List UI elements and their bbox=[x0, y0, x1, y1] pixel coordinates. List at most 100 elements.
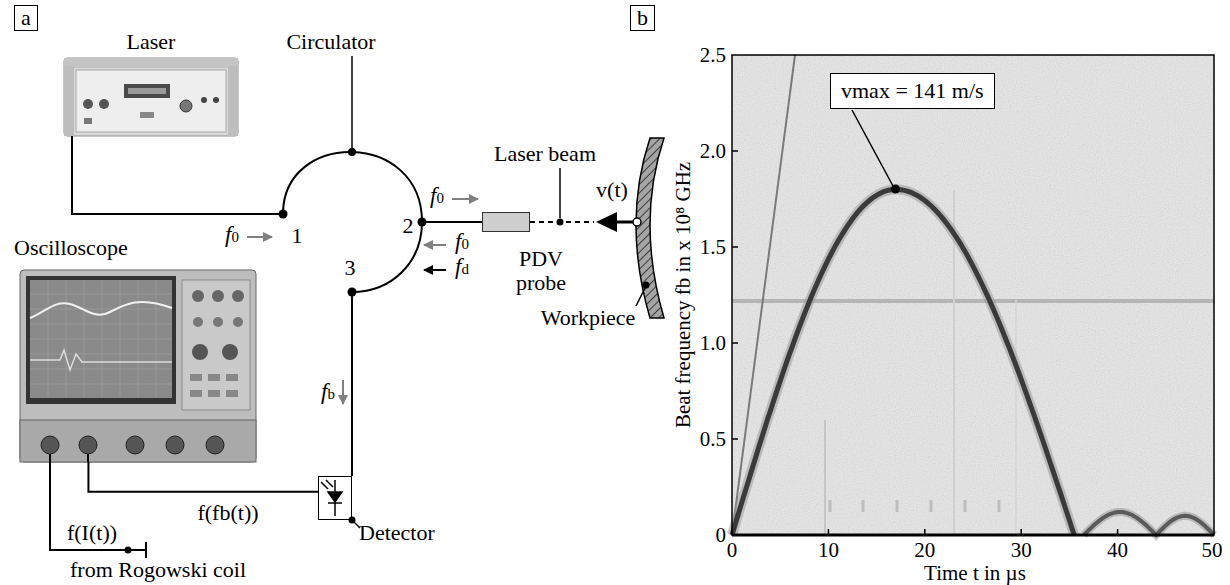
oscilloscope-photo-part bbox=[208, 374, 220, 381]
signal-name: f0 bbox=[455, 230, 469, 256]
spectrogram-part bbox=[732, 55, 1214, 535]
laser-unit: Laser bbox=[64, 58, 238, 136]
laser-photo-part bbox=[64, 66, 74, 136]
oscilloscope-photo-part bbox=[226, 374, 238, 381]
oscilloscope-photo-part bbox=[192, 344, 208, 360]
rogowski-terminal bbox=[125, 547, 132, 554]
rogowski-wire-part bbox=[145, 542, 147, 558]
node-label: Laser bbox=[127, 30, 176, 54]
callout-box: vmax = 141 m/s bbox=[830, 73, 995, 109]
frequency-arrows-part bbox=[424, 244, 446, 246]
fiber-lines-part bbox=[351, 292, 353, 476]
chart-frame-part bbox=[732, 534, 1214, 537]
detector: Detector bbox=[318, 476, 352, 520]
oscilloscope-photo-part bbox=[79, 436, 97, 454]
oscilloscope-photo-part bbox=[193, 317, 203, 327]
laser-photo-part bbox=[201, 97, 207, 103]
spectrogram-part bbox=[732, 55, 1214, 535]
oscilloscope-photo-part bbox=[212, 290, 224, 302]
detector-leader-part bbox=[352, 520, 360, 528]
laser-photo-part bbox=[140, 112, 154, 118]
photodiode-symbol-part bbox=[328, 502, 342, 504]
frequency-arrows-part bbox=[342, 380, 344, 404]
oscilloscope-photo-part bbox=[30, 302, 172, 318]
axis-title: Time t in µs bbox=[924, 561, 1026, 585]
chart-frame-part bbox=[732, 55, 1214, 535]
signal-name: fb bbox=[321, 380, 335, 406]
detector-leader bbox=[349, 517, 361, 529]
workpiece-leader bbox=[636, 282, 650, 307]
fiber-lines-part bbox=[351, 56, 353, 148]
port-number: 3 bbox=[345, 256, 356, 280]
note-label: from Rogowski coil bbox=[70, 558, 246, 582]
panel-letter: b bbox=[630, 5, 655, 31]
axis-tick: 1.5 bbox=[700, 235, 726, 259]
rogowski-wire bbox=[50, 454, 146, 558]
laser-photo-part bbox=[64, 58, 238, 136]
panel-letter: a bbox=[14, 5, 38, 31]
axis-tick: 50 bbox=[1202, 538, 1223, 562]
frequency-arrows bbox=[247, 199, 478, 404]
axis-tick: 10 bbox=[818, 538, 839, 562]
port-number: 1 bbox=[292, 224, 303, 248]
velocity-arrow-part bbox=[596, 212, 617, 232]
frequency-arrows-part bbox=[452, 198, 478, 200]
oscilloscope-photo-part bbox=[20, 420, 256, 462]
callout-leader-part bbox=[852, 110, 893, 186]
oscilloscope-photo-part bbox=[190, 374, 202, 381]
signal-wire bbox=[88, 462, 318, 492]
signal-name: f0 bbox=[430, 184, 444, 210]
fiber-lines-part bbox=[422, 221, 482, 223]
node-label: vmax = 141 m/s bbox=[841, 78, 984, 104]
workpiece-leader-part bbox=[643, 282, 650, 289]
node-label: Detector bbox=[359, 521, 435, 545]
oscilloscope-photo-part bbox=[26, 276, 176, 404]
axis-title: Beat frequency fb in x 10⁸ GHz bbox=[671, 162, 695, 428]
axis-tick: 30 bbox=[1011, 538, 1032, 562]
oscilloscope-photo-part bbox=[30, 280, 172, 398]
velocity-arrow bbox=[596, 212, 633, 232]
part-label: Workpiece bbox=[541, 306, 636, 330]
oscilloscope-photo-part bbox=[192, 290, 204, 302]
spectrogram-part bbox=[824, 420, 826, 533]
axis-tick: 0 bbox=[727, 538, 738, 562]
laser-photo-part bbox=[83, 99, 93, 109]
detector-stub bbox=[87, 454, 89, 462]
node-label: Oscilloscope bbox=[14, 236, 128, 260]
node-label: PDV probe bbox=[516, 247, 566, 295]
oscilloscope-photo bbox=[20, 270, 256, 462]
port-number: 2 bbox=[403, 214, 414, 238]
spectrogram-part bbox=[1015, 300, 1017, 533]
spectrogram-part bbox=[830, 500, 999, 512]
spectrogram-part bbox=[732, 55, 795, 535]
laser-photo-part bbox=[124, 84, 170, 98]
part-label: Laser beam bbox=[494, 142, 596, 166]
axis-tick: 40 bbox=[1107, 538, 1128, 562]
chart-frame bbox=[732, 55, 1214, 535]
spectrogram-part bbox=[1084, 512, 1214, 535]
signal-name: v(t) bbox=[596, 178, 628, 202]
port-dots-part bbox=[348, 288, 357, 297]
axis-tick: 0.5 bbox=[700, 427, 726, 451]
laser-photo-part bbox=[76, 70, 226, 132]
port-dots-part bbox=[279, 210, 288, 219]
signal-name: f0 bbox=[225, 223, 239, 249]
signal-name: f(I(t)) bbox=[67, 521, 117, 545]
axis-tick: 0 bbox=[716, 523, 727, 547]
oscilloscope-photo-part bbox=[20, 270, 256, 462]
oscilloscope-photo-part bbox=[226, 390, 238, 397]
oscilloscope-photo-part bbox=[232, 290, 244, 302]
callout-leader-part bbox=[891, 185, 900, 194]
frequency-arrows-part bbox=[424, 269, 446, 271]
workpiece-leader-part bbox=[636, 288, 645, 306]
port-dots bbox=[279, 148, 427, 297]
signal-name: f(fb(t)) bbox=[197, 501, 258, 525]
laser-beam bbox=[530, 168, 594, 226]
fiber-lines-part bbox=[72, 136, 283, 214]
laser-photo-part bbox=[228, 66, 238, 136]
oscilloscope-photo-part bbox=[233, 317, 243, 327]
laser-beam-part bbox=[557, 219, 564, 226]
